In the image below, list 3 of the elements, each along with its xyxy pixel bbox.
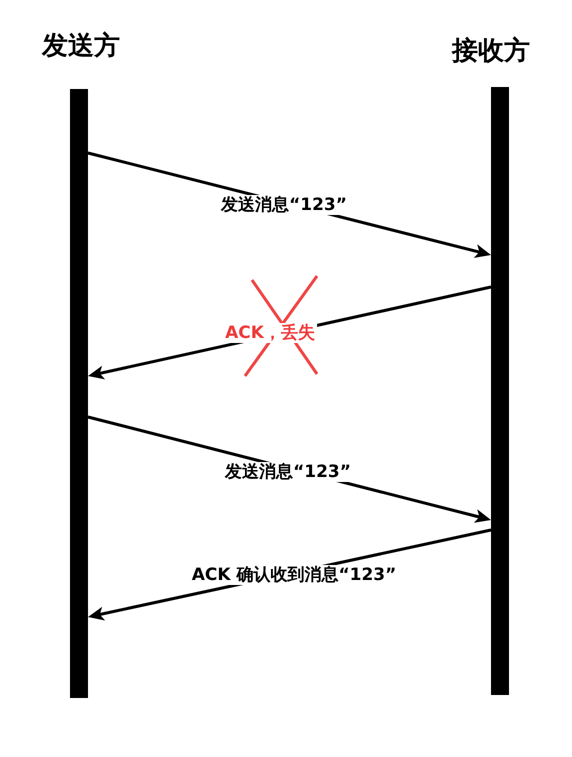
lifeline-heading: 发送方 [40, 30, 121, 62]
edge-label: ACK，丢失 [223, 323, 317, 343]
lifeline-heading: 接收方 [450, 35, 531, 67]
